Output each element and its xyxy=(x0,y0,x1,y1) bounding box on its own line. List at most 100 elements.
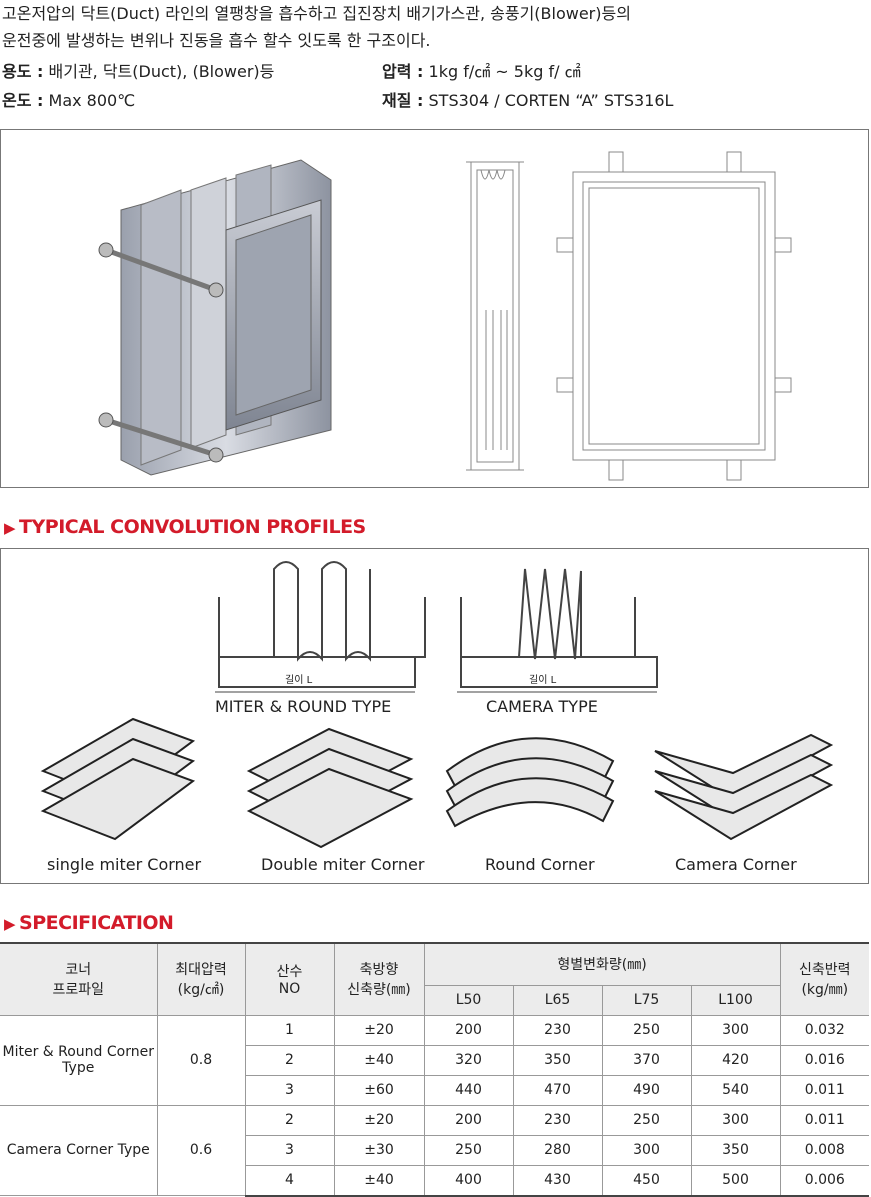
table-row: Camera Corner Type 0.6 2 ±20 200 230 250… xyxy=(0,1104,870,1196)
temp-label: 온도 : xyxy=(2,91,44,110)
cell-l100: 300 xyxy=(690,1104,781,1136)
triangle-right-icon: ▶ xyxy=(4,519,16,537)
cell-l100: 540 xyxy=(690,1074,781,1106)
table-row: 3 ±30 250 280 300 350 0.008 xyxy=(0,1134,870,1166)
cell-l65: 230 xyxy=(512,1014,603,1046)
cell-l65: 230 xyxy=(512,1104,603,1136)
cell-l75: 450 xyxy=(601,1164,692,1197)
group-pressure: 0.6 xyxy=(156,1104,246,1196)
cell-l65: 470 xyxy=(512,1074,603,1106)
front-view-drawing xyxy=(556,151,792,481)
cell-spring: 0.006 xyxy=(779,1164,870,1197)
camera-corner-caption: Camera Corner xyxy=(675,855,797,874)
header-l50: L50 xyxy=(424,984,514,1016)
use-label: 용도 : xyxy=(2,62,44,81)
profiles-illustration xyxy=(40,561,834,849)
cell-axial: ±30 xyxy=(333,1134,425,1166)
cell-l100: 420 xyxy=(690,1044,781,1076)
cell-axial: ±40 xyxy=(333,1164,425,1197)
miter-round-profile-drawing xyxy=(215,561,426,693)
cell-axial: ±20 xyxy=(333,1104,425,1136)
table-row: 4 ±40 400 430 450 500 0.006 xyxy=(0,1164,870,1197)
pressure-value: 1kg f/㎠ ~ 5kg f/ ㎠ xyxy=(423,62,581,81)
cell-no: 4 xyxy=(245,1164,335,1197)
cell-l75: 490 xyxy=(601,1074,692,1106)
length-label-2: 길이 L xyxy=(529,675,557,686)
cell-l50: 400 xyxy=(423,1164,514,1197)
table-row: 3 ±60 440 470 490 540 0.011 xyxy=(0,1074,870,1106)
cell-no: 3 xyxy=(245,1134,335,1166)
cell-spring: 0.016 xyxy=(779,1044,870,1076)
use-value: 배기관, 닥트(Duct), (Blower)등 xyxy=(43,62,275,81)
cell-no: 1 xyxy=(244,1014,335,1046)
profiles-panel: 길이 L 길이 L MITER & ROUND TYPE CAMERA TYPE… xyxy=(0,548,869,884)
header-l65: L65 xyxy=(512,984,603,1016)
product-image-panel xyxy=(0,129,869,488)
cell-no: 3 xyxy=(245,1074,335,1106)
header-group: 형별변화량(㎜) xyxy=(423,942,781,986)
cell-l50: 200 xyxy=(423,1014,514,1046)
profiles-section-title: ▶TYPICAL CONVOLUTION PROFILES xyxy=(4,516,366,538)
bellows-product-photo xyxy=(98,159,332,476)
cell-l100: 300 xyxy=(690,1014,781,1046)
cell-l100: 500 xyxy=(690,1164,781,1197)
table-row: 2 ±40 320 350 370 420 0.016 xyxy=(0,1044,870,1076)
round-caption: Round Corner xyxy=(485,855,595,874)
temp-spec: 온도 : Max 800℃ xyxy=(2,87,135,111)
cell-axial: ±20 xyxy=(333,1014,425,1046)
cell-spring: 0.011 xyxy=(779,1074,870,1106)
side-view-drawing xyxy=(466,161,524,471)
cell-l65: 350 xyxy=(512,1044,603,1076)
cell-axial: ±40 xyxy=(333,1044,425,1076)
intro-line-1: 고온저압의 닥트(Duct) 라인의 열팽창을 흡수하고 집진장치 배기가스관,… xyxy=(2,4,631,23)
product-illustration xyxy=(98,151,792,481)
cell-axial: ±60 xyxy=(333,1074,425,1106)
material-value: STS304 / CORTEN “A” STS316L xyxy=(423,91,674,110)
header-spring: 신축반력(kg/㎜) xyxy=(779,942,870,1016)
material-label: 재질 : xyxy=(382,91,424,110)
cell-l65: 430 xyxy=(512,1164,603,1197)
cell-no: 2 xyxy=(245,1044,335,1076)
profiles-title-text: TYPICAL CONVOLUTION PROFILES xyxy=(19,516,366,538)
camera-caption: CAMERA TYPE xyxy=(486,697,598,716)
corner-drawings xyxy=(40,717,834,849)
cell-l75: 250 xyxy=(601,1014,692,1046)
cell-l75: 300 xyxy=(601,1134,692,1166)
cell-l100: 350 xyxy=(690,1134,781,1166)
group-pressure: 0.8 xyxy=(156,1014,246,1106)
group-name: Camera Corner Type xyxy=(0,1104,158,1196)
miter-round-caption: MITER & ROUND TYPE xyxy=(215,697,392,716)
length-label-1: 길이 L xyxy=(285,675,313,686)
cell-l65: 280 xyxy=(512,1134,603,1166)
cell-l75: 370 xyxy=(601,1044,692,1076)
spec-section-title: ▶SPECIFICATION xyxy=(4,912,174,934)
cell-l75: 250 xyxy=(601,1104,692,1136)
header-l75: L75 xyxy=(601,984,692,1016)
temp-value: Max 800℃ xyxy=(43,91,136,110)
triangle-right-icon: ▶ xyxy=(4,915,16,933)
cell-spring: 0.011 xyxy=(779,1104,870,1136)
header-l100: L100 xyxy=(690,984,781,1016)
header-pressure: 최대압력(kg/㎠) xyxy=(156,942,246,1016)
cell-no: 2 xyxy=(244,1104,335,1136)
cell-l50: 440 xyxy=(423,1074,514,1106)
cell-l50: 320 xyxy=(423,1044,514,1076)
intro-line-2: 운전중에 발생하는 변위나 진동을 흡수 할수 잇도록 한 구조이다. xyxy=(2,31,431,50)
cell-spring: 0.032 xyxy=(779,1014,870,1046)
cell-spring: 0.008 xyxy=(779,1134,870,1166)
cell-l50: 200 xyxy=(423,1104,514,1136)
double-miter-caption: Double miter Corner xyxy=(261,855,425,874)
single-miter-caption: single miter Corner xyxy=(47,855,202,874)
pressure-label: 압력 : xyxy=(382,62,424,81)
material-spec: 재질 : STS304 / CORTEN “A” STS316L xyxy=(382,87,673,111)
camera-profile-drawing xyxy=(457,568,658,693)
use-spec: 용도 : 배기관, 닥트(Duct), (Blower)등 xyxy=(2,58,274,82)
intro-text: 고온저압의 닥트(Duct) 라인의 열팽창을 흡수하고 집진장치 배기가스관,… xyxy=(2,0,862,54)
cell-l50: 250 xyxy=(423,1134,514,1166)
